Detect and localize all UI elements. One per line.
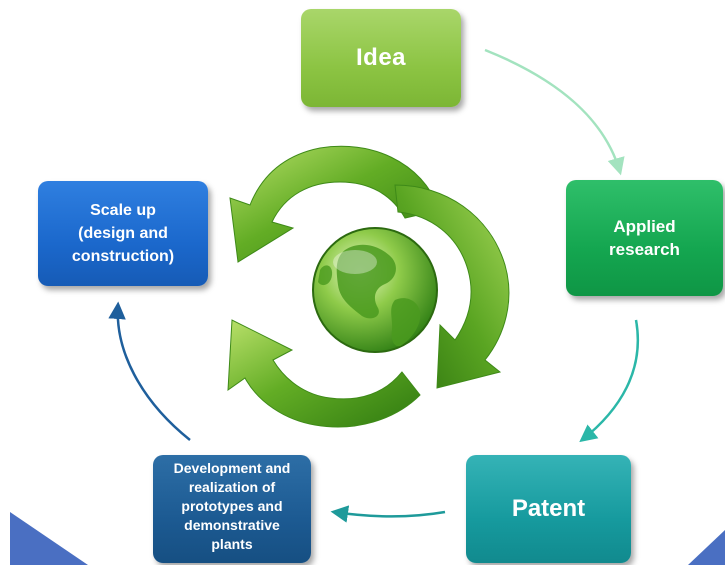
arrow-idea-to-applied-research xyxy=(484,48,625,176)
corner-triangle-right xyxy=(688,530,725,565)
globe-icon xyxy=(312,227,438,353)
corner-triangle-left xyxy=(10,512,88,565)
applied-research-box: Applied research xyxy=(566,180,723,296)
idea-label: Idea xyxy=(355,44,407,71)
patent-box: Patent xyxy=(466,455,631,563)
idea-box: Idea xyxy=(301,9,461,107)
applied-research-label: Applied research xyxy=(609,217,680,259)
patent-label: Patent xyxy=(511,495,586,522)
arrow-applied-research-to-patent xyxy=(579,319,640,443)
development-box: Development and realization of prototype… xyxy=(153,455,311,563)
scale-up-label: Scale up (design and construction) xyxy=(71,202,175,265)
arrow-development-to-scale-up xyxy=(108,301,191,441)
recycle-arrows-icon xyxy=(227,145,510,428)
scale-up-box: Scale up (design and construction) xyxy=(38,181,208,286)
arrow-patent-to-development xyxy=(330,505,446,523)
development-label: Development and realization of prototype… xyxy=(173,460,291,552)
